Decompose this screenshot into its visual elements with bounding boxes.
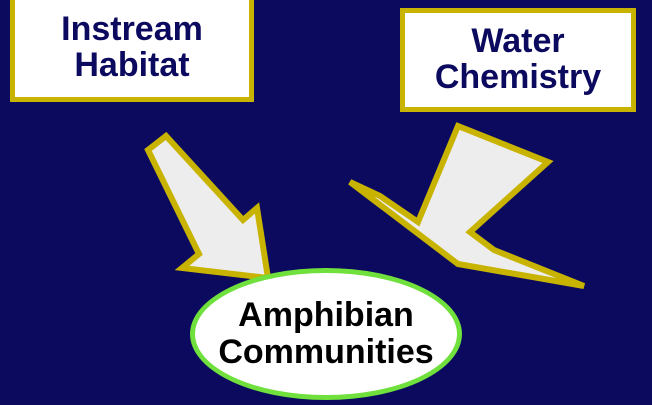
node-instream-habitat-line2: Habitat	[74, 46, 190, 84]
node-instream-habitat: Instream Habitat	[10, 0, 254, 102]
arrow-water-to-amphibian	[348, 122, 586, 289]
node-instream-habitat-line1: Instream	[61, 10, 203, 49]
node-water-chemistry-line2: Chemistry	[434, 58, 602, 96]
arrow-instream-to-amphibian	[144, 131, 272, 282]
node-water-chemistry-line1: Water	[471, 22, 565, 61]
node-water-chemistry: Water Chemistry	[400, 8, 636, 112]
node-amphibian-communities: Amphibian Communities	[190, 268, 462, 400]
node-amphibian-communities-line2: Communities	[218, 333, 434, 371]
node-amphibian-communities-line1: Amphibian	[238, 295, 414, 334]
